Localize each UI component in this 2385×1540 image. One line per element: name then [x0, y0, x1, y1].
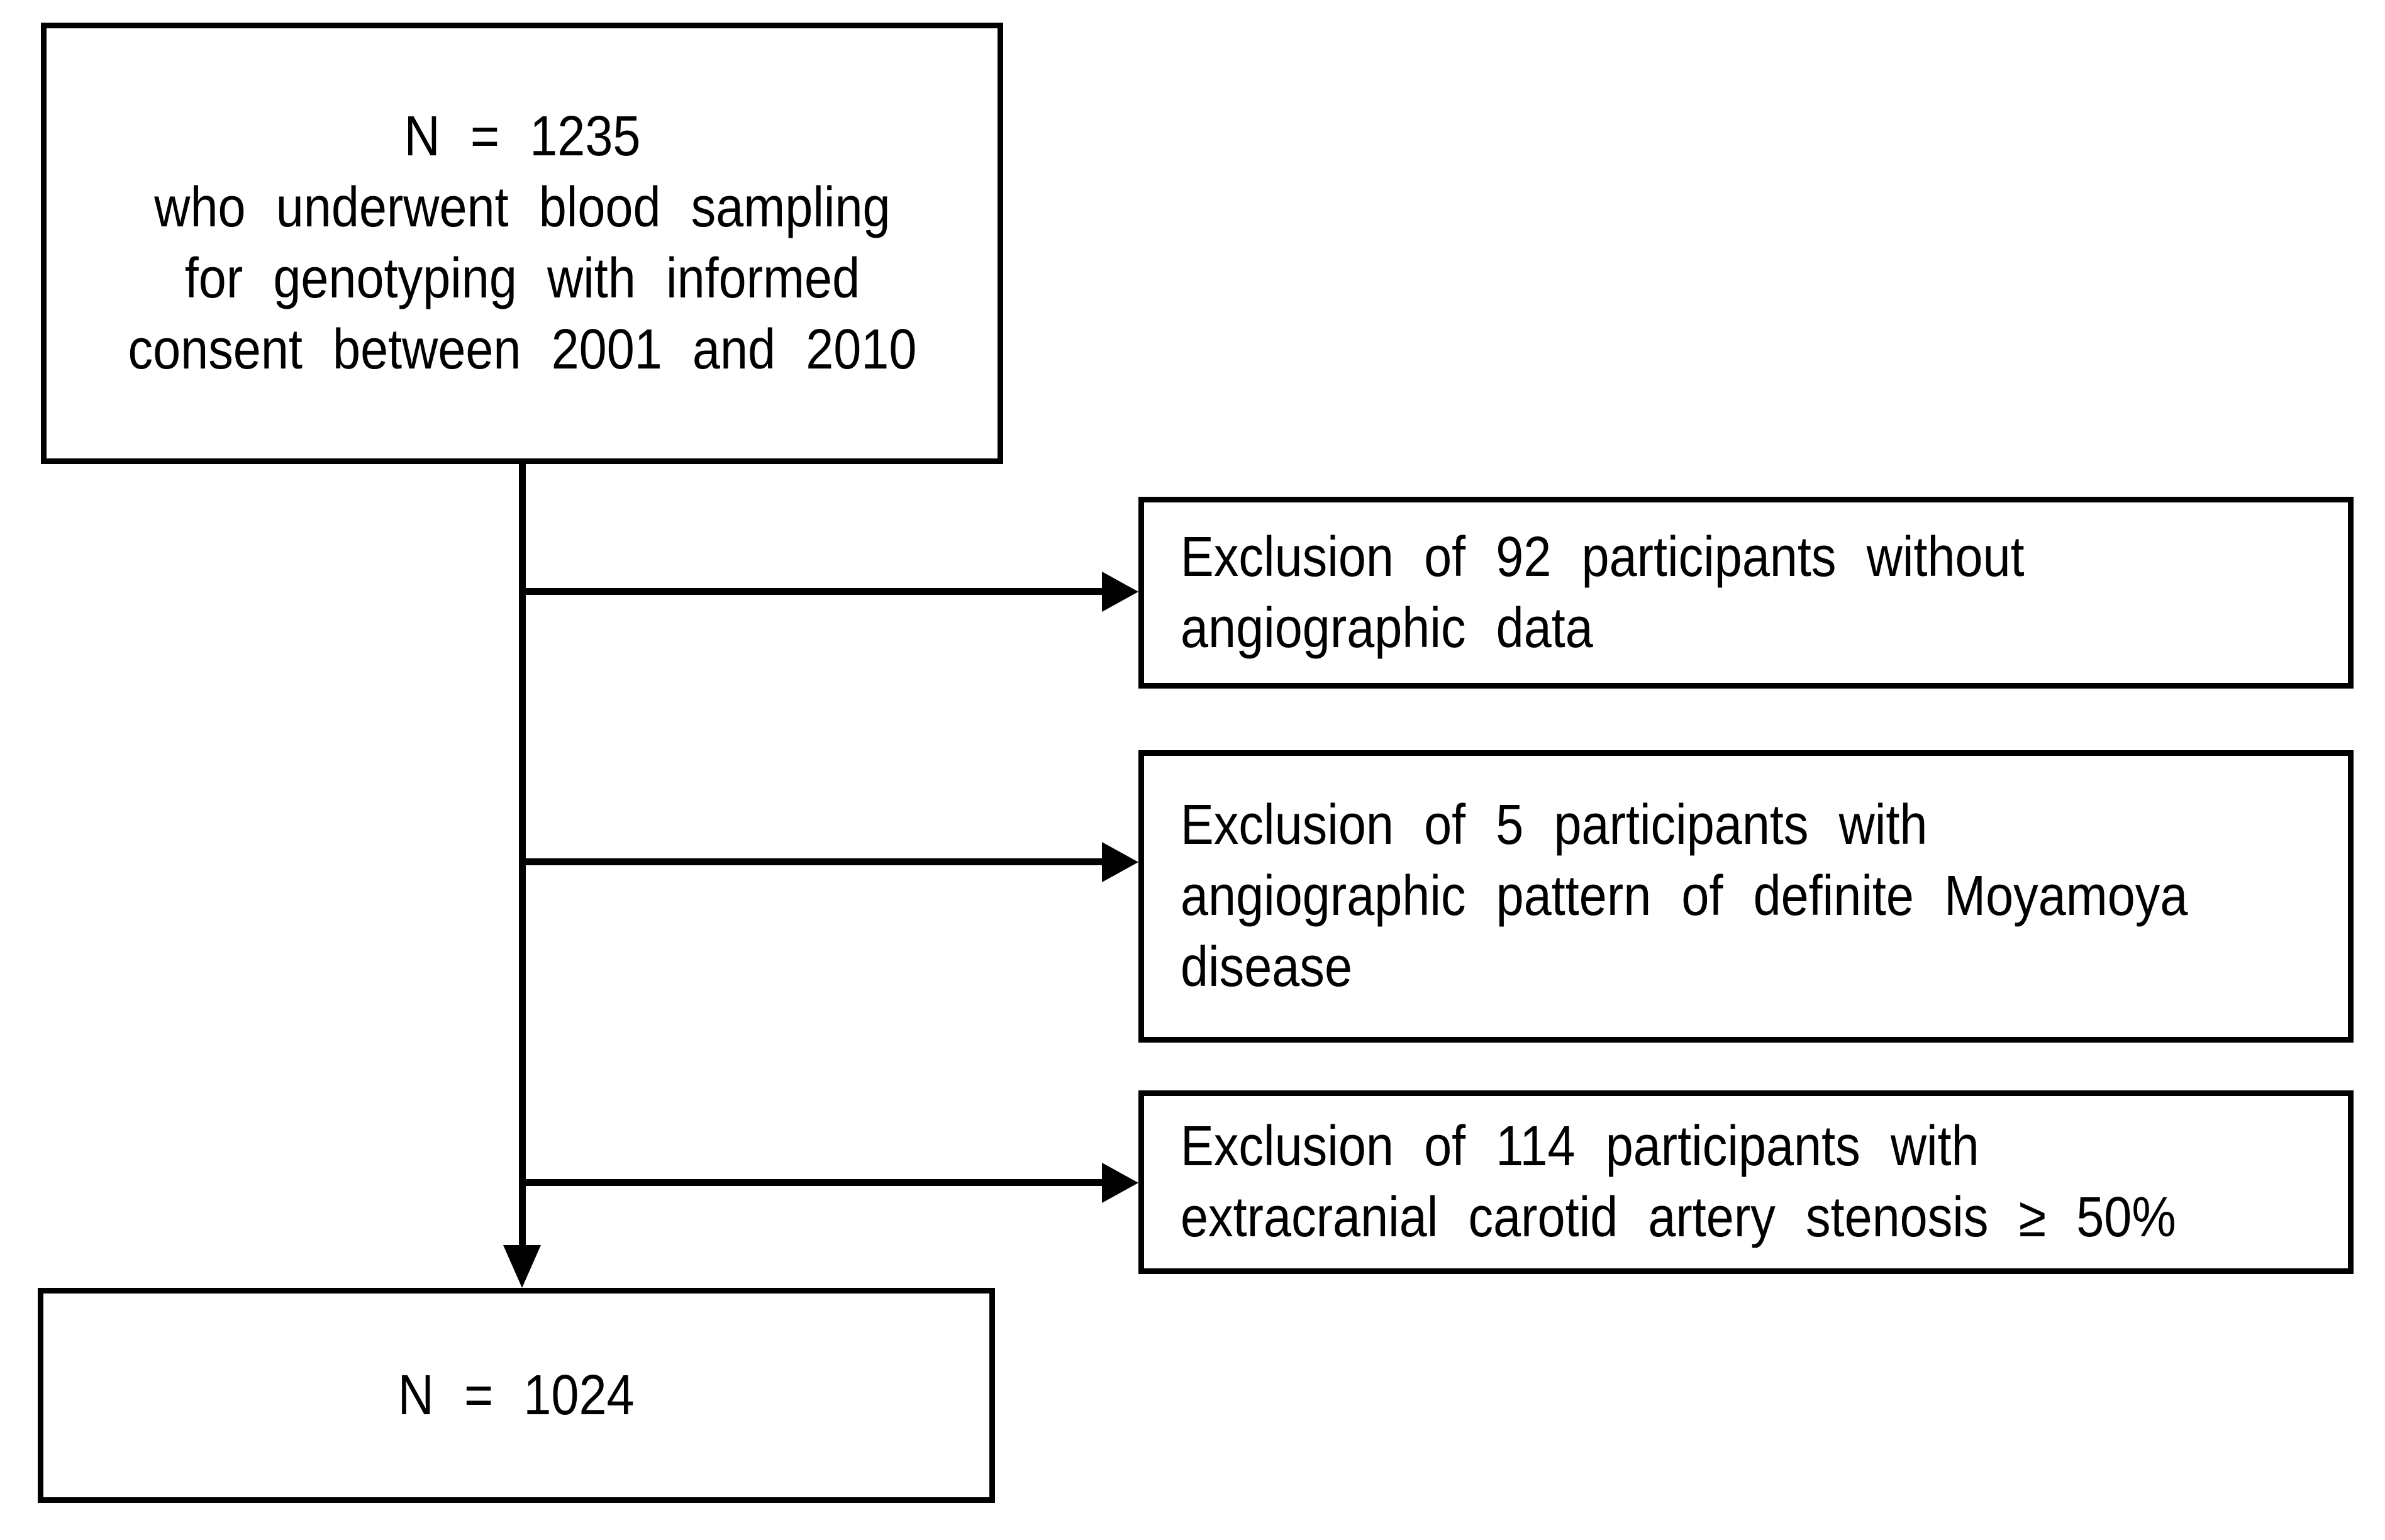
arrowhead-right-icon-3 [1102, 1162, 1138, 1203]
exclusion-box-3: Exclusion of 114 participants with extra… [1138, 1090, 2354, 1274]
exclusion-2-line-1: Exclusion of 5 participants with [1181, 794, 1928, 856]
vertical-connector-line [519, 464, 526, 1251]
enrollment-line-3: for genotyping with informed [184, 247, 860, 310]
exclusion-2-line-2: angiographic pattern of definite Moyamoy… [1181, 865, 2188, 928]
final-cohort-box: N = 1024 [38, 1288, 995, 1503]
final-cohort-line-1: N = 1024 [398, 1363, 635, 1427]
enrollment-box: N = 1235 who underwent blood sampling fo… [41, 23, 1003, 464]
branch-connector-1 [522, 588, 1102, 595]
enrollment-line-1: N = 1235 [404, 105, 640, 168]
enrollment-line-2: who underwent blood sampling [153, 176, 891, 239]
exclusion-1-line-1: Exclusion of 92 participants without [1181, 525, 2025, 589]
exclusion-2-line-3: disease [1181, 936, 1352, 999]
branch-connector-2 [522, 858, 1102, 865]
arrowhead-right-icon-2 [1102, 841, 1138, 882]
arrowhead-down-icon [503, 1245, 541, 1288]
exclusion-box-2: Exclusion of 5 participants with angiogr… [1138, 750, 2354, 1043]
exclusion-box-1: Exclusion of 92 participants without ang… [1138, 497, 2354, 689]
exclusion-3-line-1: Exclusion of 114 participants with [1181, 1115, 1979, 1178]
enrollment-line-4: consent between 2001 and 2010 [128, 318, 916, 381]
exclusion-3-text: Exclusion of 114 participants with extra… [1181, 1111, 2176, 1253]
final-cohort-text: N = 1024 [398, 1360, 635, 1431]
exclusion-3-line-2: extracranial carotid artery stenosis ≥ 5… [1181, 1186, 2176, 1249]
enrollment-text: N = 1235 who underwent blood sampling fo… [128, 101, 916, 385]
exclusion-1-text: Exclusion of 92 participants without ang… [1181, 522, 2025, 664]
exclusion-2-text: Exclusion of 5 participants with angiogr… [1181, 790, 2188, 1003]
exclusion-1-line-2: angiographic data [1181, 596, 1593, 660]
branch-connector-3 [522, 1179, 1102, 1186]
arrowhead-right-icon-1 [1102, 571, 1138, 612]
